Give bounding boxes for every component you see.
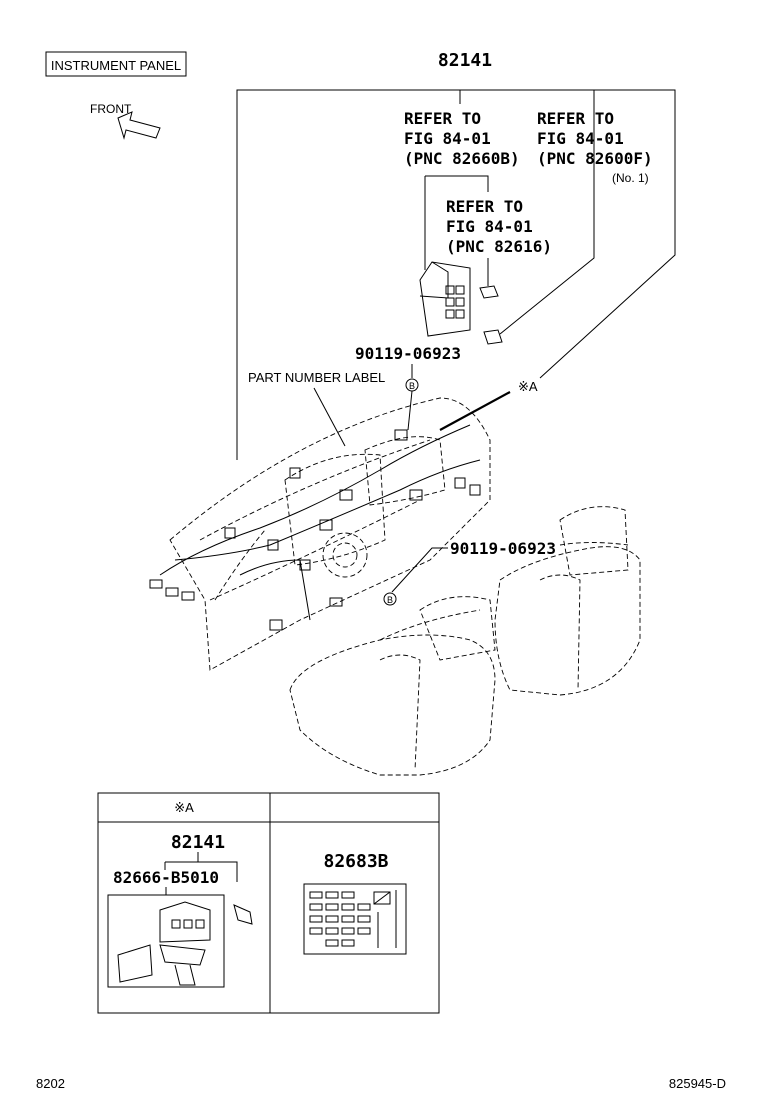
detail-left-part: 82141	[171, 832, 225, 853]
detail-left-subpart: 82666-B5010	[113, 868, 219, 887]
footer-right-code: 825945-D	[669, 1076, 726, 1091]
clip-top-part: 90119-06923	[355, 344, 461, 363]
detail-table	[97, 792, 440, 1014]
ref2-line2: FIG 84-01	[537, 129, 624, 148]
part-number-label-illustration	[303, 883, 407, 955]
clip-bottom-marker: B	[387, 595, 393, 605]
clip-bottom-part: 90119-06923	[450, 539, 556, 558]
front-label: FRONT	[90, 102, 132, 116]
ref1-line2: FIG 84-01	[404, 129, 491, 148]
junction-block-illustration	[419, 261, 503, 345]
detail-right-part: 82683B	[323, 851, 388, 872]
detail-marker-a: ※A	[518, 379, 538, 394]
front-arrow-icon	[117, 111, 161, 140]
ref2-line3: (PNC 82600F)	[537, 149, 653, 168]
clip-bottom-marker-circle	[383, 592, 397, 606]
ref3-line2: FIG 84-01	[446, 217, 533, 236]
section-label: INSTRUMENT PANEL	[51, 58, 181, 73]
detail-junction-illustration	[107, 894, 253, 988]
clip-top-marker: B	[409, 381, 415, 391]
leader-main-bracket	[236, 89, 676, 460]
ref3-line1: REFER TO	[446, 197, 523, 216]
detail-table-left-header: ※A	[174, 800, 194, 815]
main-part-number: 82141	[438, 50, 492, 71]
leader-ref2-long	[499, 106, 595, 335]
leader-clip-top-lower	[407, 390, 413, 431]
part-number-label-callout: PART NUMBER LABEL	[248, 370, 385, 385]
instrument-panel-illustration	[149, 397, 491, 671]
seats-illustration	[289, 506, 641, 776]
ref1-line3: (PNC 82660B)	[404, 149, 520, 168]
ref1-line1: REFER TO	[404, 109, 481, 128]
leader-clip-bottom	[391, 547, 448, 593]
footer-left-code: 8202	[36, 1076, 65, 1091]
section-label-box	[45, 51, 187, 77]
ref2-note: (No. 1)	[612, 171, 649, 185]
leader-detail-left	[165, 861, 238, 882]
ref2-line1: REFER TO	[537, 109, 614, 128]
leader-detail-a	[439, 391, 511, 431]
ref3-line3: (PNC 82616)	[446, 237, 552, 256]
leader-part-number-label	[313, 387, 346, 447]
leader-ref1-bracket	[425, 175, 489, 192]
